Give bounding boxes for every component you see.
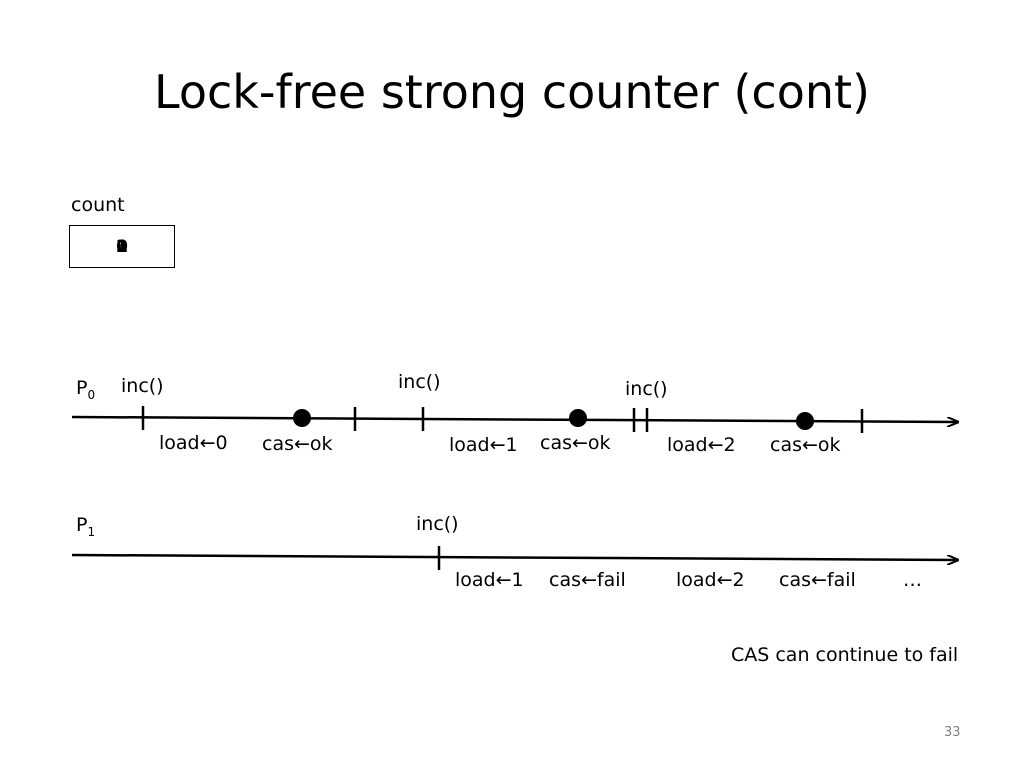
p0-op-label: load←2 <box>667 434 736 456</box>
p1-ellipsis: … <box>903 569 922 591</box>
p1-op-label: cas←fail <box>779 569 856 591</box>
slide-title: Lock-free strong counter (cont) <box>154 65 870 119</box>
count-value-1: 1 <box>116 236 128 257</box>
p1-op-label: load←1 <box>455 569 524 591</box>
p1-inc-label: inc() <box>416 513 459 535</box>
p0-timeline <box>71 415 958 422</box>
p0-op-label: load←0 <box>159 432 228 454</box>
p0-cas-point-3 <box>796 412 814 430</box>
p0-op-label: cas←ok <box>262 433 333 455</box>
count-label: count <box>71 194 125 216</box>
p0-inc-label-2: inc() <box>398 371 441 393</box>
p1-op-label: cas←fail <box>549 569 626 591</box>
p1-op-label: load←2 <box>676 569 745 591</box>
p0-op-label: load←1 <box>449 434 518 456</box>
count-value-3: 3 <box>116 236 128 257</box>
p1-label: P1 <box>76 514 96 539</box>
count-box: 0 1 2 3 <box>69 225 175 268</box>
p0-cas-point-2 <box>569 409 587 427</box>
p0-op-label: cas←ok <box>770 434 841 456</box>
p0-cas-point-1 <box>293 409 311 427</box>
page-number: 33 <box>944 725 961 740</box>
p0-label: P0 <box>76 377 96 402</box>
p0-op-label: cas←ok <box>540 432 611 454</box>
slide-note: CAS can continue to fail <box>731 644 959 666</box>
count-value-2: 2 <box>116 236 128 257</box>
p0-inc-label-3: inc() <box>625 378 668 400</box>
count-value-0: 0 <box>116 236 128 257</box>
p0-inc-label-1: inc() <box>121 375 164 397</box>
p1-timeline <box>71 553 958 560</box>
